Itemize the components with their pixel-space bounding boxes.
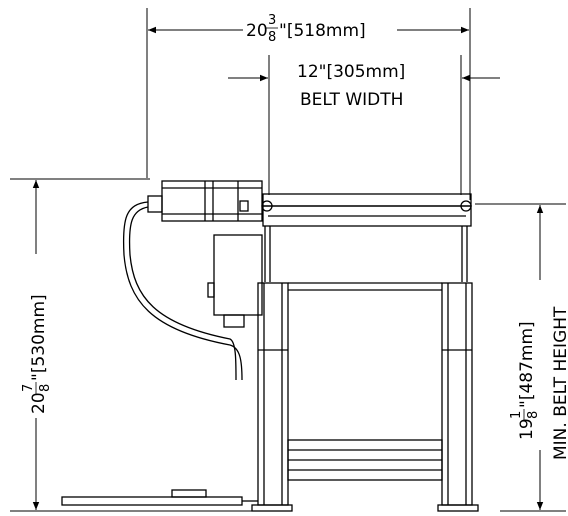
belt-height-label: MIN. BELT HEIGHT [551,306,568,460]
overall-height-value: "[530mm] [29,294,49,381]
overall-width-numerator: 3 [268,13,276,28]
overall-height-dimension: 20 7 8 "[530mm] [10,178,260,512]
belt-height-dimension: 19 1 8 "[487mm] MIN. BELT HEIGHT [475,203,568,512]
overall-width-whole: 20 [246,21,268,41]
belt-width-value: 12"[305mm] [297,62,405,82]
belt-width-dimension: 12"[305mm] BELT WIDTH [228,55,500,195]
overall-height-whole: 20 [29,392,49,414]
belt-width-label: BELT WIDTH [300,90,403,110]
conveyor-bed [261,193,472,282]
belt-height-denominator: 8 [526,411,541,419]
overall-height-denominator: 8 [38,384,53,392]
foot-pedal [61,489,258,506]
overall-width-dimension: 20 3 8 "[518mm] [146,8,471,200]
drive-motor [147,180,263,222]
belt-height-value: "[487mm] [517,321,537,408]
conveyor-machine [61,180,479,512]
overall-height-numerator: 7 [21,384,36,392]
support-stand [251,282,479,512]
control-box [207,234,263,328]
belt-height-whole: 19 [517,418,537,440]
belt-height-numerator: 1 [509,411,524,419]
overall-width-denominator: 8 [268,30,276,45]
power-cable [122,201,243,381]
overall-width-value: "[518mm] [279,21,366,41]
